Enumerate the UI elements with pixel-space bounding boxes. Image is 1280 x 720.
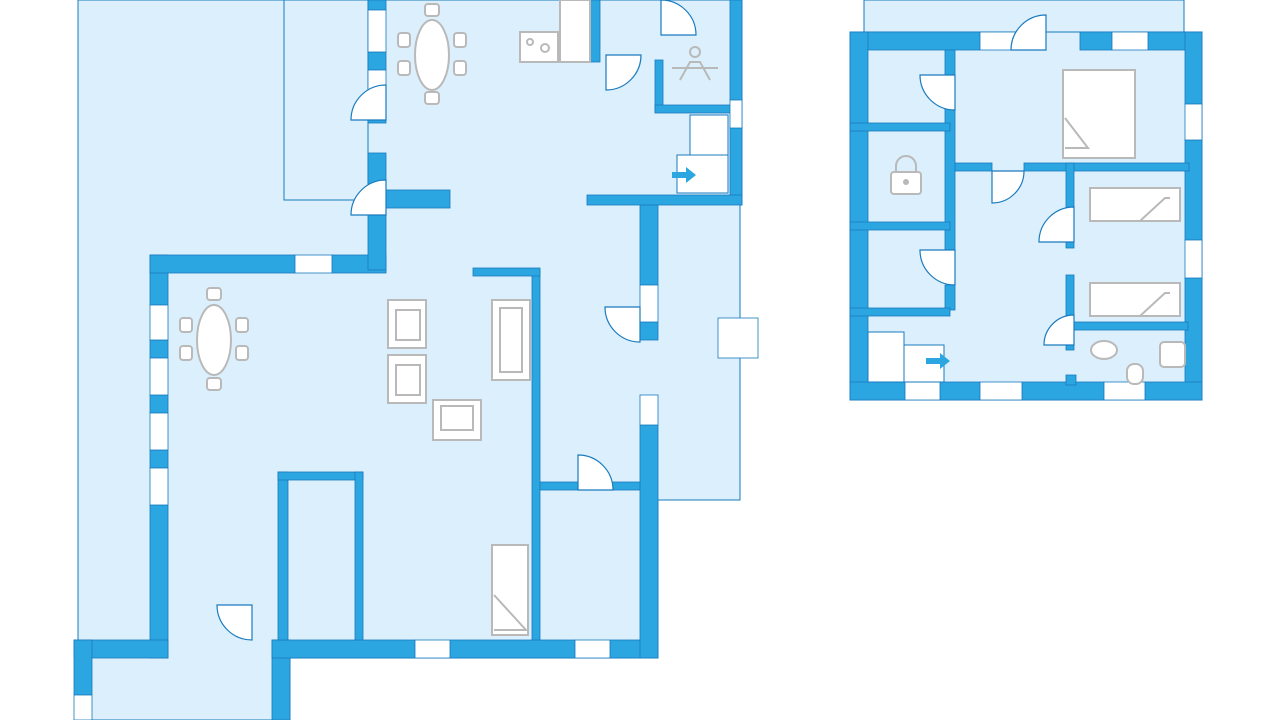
window [149,467,169,506]
shower-icon [1159,341,1186,368]
lock-icon [890,155,922,195]
terrace-outline [283,0,369,201]
window [979,381,1023,401]
stove-icon [519,0,591,63]
window [1184,239,1203,279]
window [1111,31,1149,51]
wall [539,481,579,491]
armchair-icon [387,354,427,404]
wall [531,269,541,641]
window [729,99,743,129]
wall [1184,31,1203,105]
window [294,254,333,274]
window [904,381,941,401]
wall [149,254,296,274]
door [919,74,956,111]
wall [1144,381,1203,401]
bed-icon [491,544,529,636]
bed-icon [1089,187,1181,222]
door [1038,206,1075,243]
wall [149,504,169,659]
door [604,306,641,343]
wall [1065,274,1075,351]
wall [449,639,576,659]
wall [849,307,951,317]
wall [1023,162,1190,172]
wall [354,471,364,641]
wall [654,104,736,114]
wall [586,194,743,206]
wall [73,639,93,696]
wall [849,31,869,401]
window [73,694,93,720]
wall [954,162,993,172]
door [350,84,387,121]
wall [1065,374,1077,386]
door [605,54,642,91]
wall [849,381,906,401]
armchair-icon [387,299,427,349]
wall [1065,162,1075,249]
bed-icon [1062,69,1136,159]
window [149,357,169,396]
dining-table-icon [179,287,249,391]
window [717,317,759,359]
wall [1079,31,1113,51]
wall [277,471,364,481]
wall [149,449,169,469]
window [149,304,169,341]
window [367,9,387,53]
wall [589,0,601,63]
door [350,179,387,216]
wall [611,481,641,491]
wall [277,471,289,641]
sofa-icon [491,299,531,381]
door [216,604,253,641]
door [660,0,697,36]
wall [149,339,169,359]
wall [1065,321,1189,331]
wall [639,424,659,659]
window [414,639,451,659]
door [991,170,1025,204]
wall [654,59,664,113]
door [577,454,614,491]
wall [729,127,743,201]
door [1010,14,1047,51]
wall [849,31,981,51]
sauna-icon [672,46,718,81]
walls [73,0,1203,720]
wall [271,639,416,659]
sink-icon [1090,340,1118,360]
wall [1184,139,1203,241]
doors [216,0,1075,641]
wall [1021,381,1105,401]
wall [939,381,981,401]
door [919,249,956,286]
toilet-icon [1126,363,1144,385]
window [639,394,659,426]
door [1043,314,1075,346]
wall [367,0,387,11]
dining-table-icon [397,3,467,105]
window [1103,381,1146,401]
wall [367,51,387,71]
wall [729,0,743,101]
armchair-icon [432,399,482,441]
wall [639,199,659,286]
stairs-icon [672,114,950,383]
wall [472,267,541,277]
wall [149,394,169,414]
wall [639,321,659,341]
bed-icon [1089,282,1181,317]
furniture [179,0,1186,636]
window [1184,103,1203,141]
window [574,639,611,659]
wall [849,221,951,231]
window [149,412,169,451]
wall [944,284,956,311]
window [639,284,659,323]
wall [849,122,951,132]
